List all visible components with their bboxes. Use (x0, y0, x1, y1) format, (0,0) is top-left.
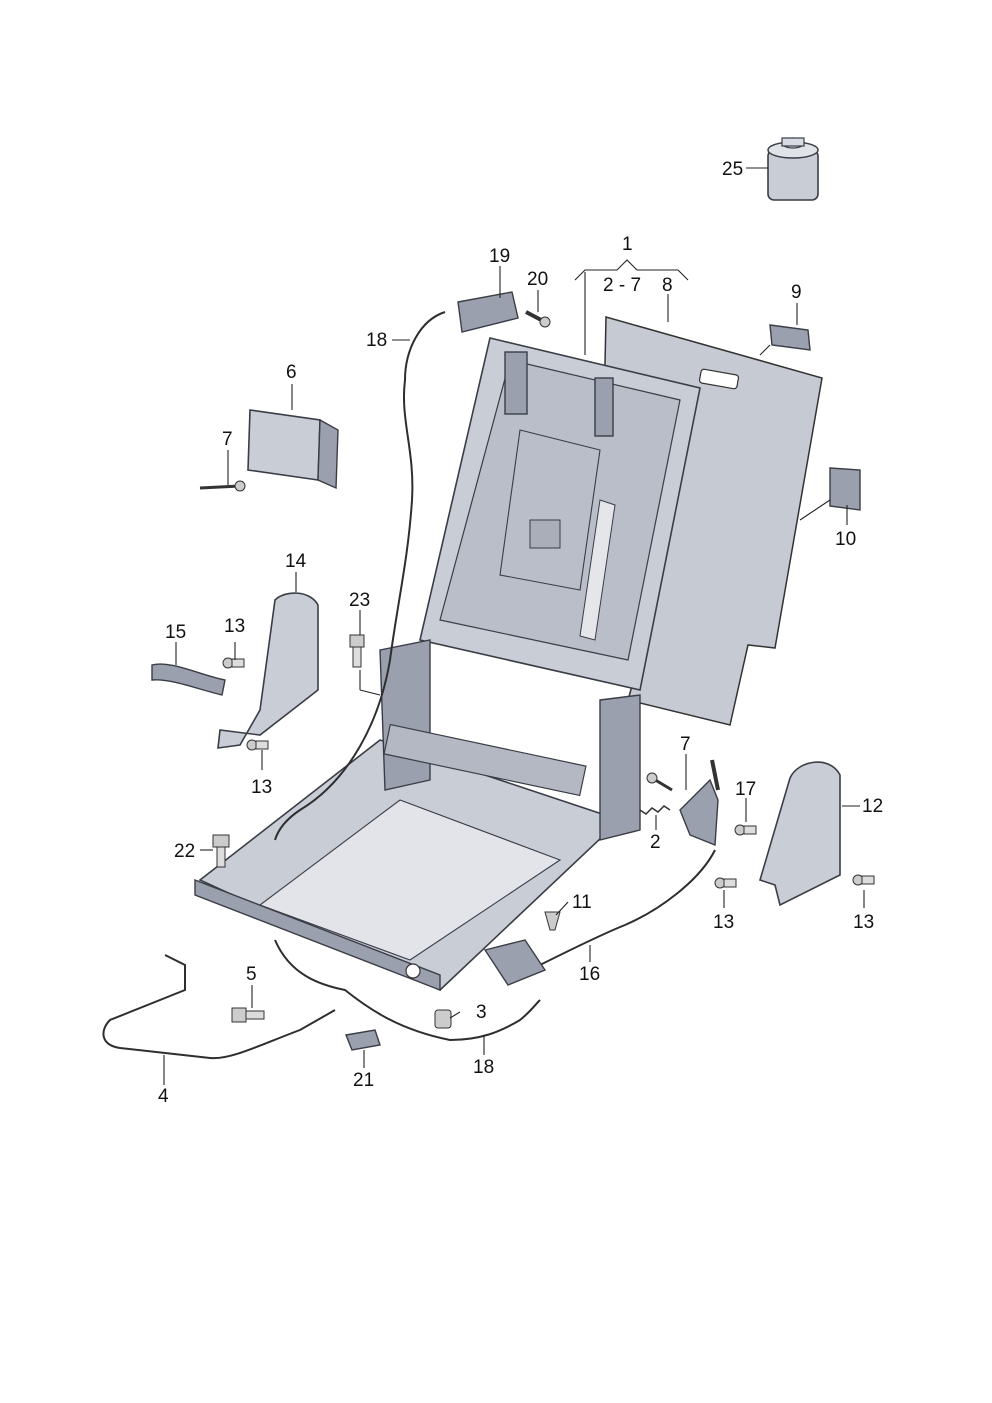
callout-13-left-lower: 13 (251, 777, 272, 798)
callout-15: 15 (165, 622, 186, 643)
part-25-can (767, 137, 819, 201)
part-11-clip (544, 911, 561, 931)
part-13-clip-right-b (852, 874, 875, 886)
part-13-clip-left-upper (222, 657, 245, 669)
part-18-cable-upper (274, 311, 446, 841)
callout-20: 20 (527, 269, 548, 290)
callout-10: 10 (835, 529, 856, 550)
part-7-screw-right (646, 772, 673, 792)
part-10-clip (829, 467, 861, 511)
callout-3: 3 (476, 1002, 487, 1023)
callout-labels: 25 1 2 - 7 8 9 10 19 20 18 6 7 14 15 13 … (158, 159, 883, 1107)
part-1-seat-base-frame (194, 639, 641, 992)
callout-13-right-b: 13 (853, 912, 874, 933)
part-9-clip (769, 324, 811, 351)
part-5-bolt (231, 1007, 265, 1023)
part-12-side-cover (759, 761, 841, 907)
callout-13-right-a: 13 (713, 912, 734, 933)
part-6-control-unit (247, 409, 339, 490)
callout-18-lower: 18 (473, 1057, 494, 1078)
part-21-cap (345, 1029, 381, 1051)
part-13-clip-right-a (714, 877, 737, 889)
callout-8: 8 (662, 275, 673, 296)
part-17-clip (734, 824, 757, 836)
part-16-cable (539, 849, 716, 966)
callout-13-left-upper: 13 (224, 616, 245, 637)
callout-17: 17 (735, 779, 756, 800)
callout-7-right: 7 (680, 734, 691, 755)
callout-18-upper: 18 (366, 330, 387, 351)
part-19-handle (457, 291, 519, 333)
callout-11: 11 (572, 892, 592, 913)
callout-7-upper: 7 (222, 429, 233, 450)
callout-16: 16 (579, 964, 600, 985)
part-2-spring (639, 805, 671, 815)
callout-23: 23 (349, 590, 370, 611)
part-14-side-cover (217, 592, 319, 749)
part-16-lever-bracket (679, 759, 720, 847)
part-15-strap (151, 663, 226, 696)
callout-12: 12 (862, 796, 883, 817)
callout-19: 19 (489, 246, 510, 267)
callout-2-7: 2 - 7 (603, 275, 641, 296)
callout-4: 4 (158, 1086, 169, 1107)
callout-25: 25 (722, 159, 743, 180)
callout-1: 1 (622, 234, 633, 255)
part-23-bolt (349, 634, 365, 668)
callout-21: 21 (353, 1070, 374, 1091)
callout-22: 22 (174, 841, 195, 862)
callout-9: 9 (791, 282, 802, 303)
part-1-backrest-frame (419, 337, 701, 691)
leader-lines (163, 167, 865, 1085)
callout-6: 6 (286, 362, 297, 383)
part-18-cable-lower (274, 939, 541, 1042)
bracket-16 (483, 939, 547, 986)
part-4-rod (102, 954, 336, 1060)
part-7-screw-upper (199, 480, 246, 492)
callout-2: 2 (650, 832, 661, 853)
part-20-screw (525, 310, 551, 328)
callout-5: 5 (246, 964, 257, 985)
callout-14: 14 (285, 551, 307, 572)
part-13-clip-left-lower (246, 739, 269, 751)
part-3-clip (434, 1009, 452, 1029)
part-22-bolt (212, 834, 230, 868)
